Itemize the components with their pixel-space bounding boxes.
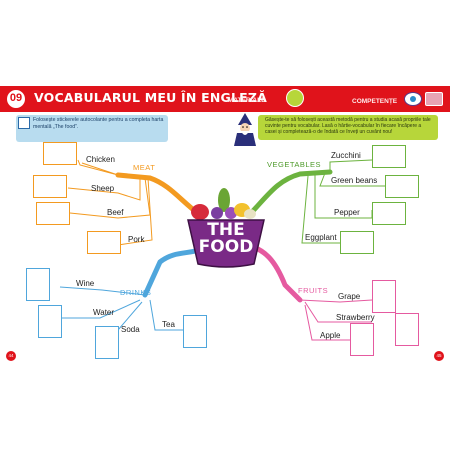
sticker-slot-strawberry[interactable]	[395, 313, 419, 346]
word-soda: Soda	[121, 325, 140, 334]
center-title-line1: THE	[207, 220, 245, 240]
sticker-slot-grape[interactable]	[372, 280, 396, 313]
food-basket-icon	[187, 188, 265, 268]
word-zucchini: Zucchini	[331, 151, 361, 160]
note-text: Găsește-te să folosești această metodă p…	[265, 117, 431, 136]
header-bar	[0, 86, 450, 112]
word-green-beans: Green beans	[331, 176, 378, 185]
word-water: Water	[93, 308, 115, 317]
word-beef: Beef	[107, 208, 124, 217]
word-apple: Apple	[320, 331, 341, 340]
lime-icon	[286, 89, 304, 107]
word-pork: Pork	[128, 235, 145, 244]
instruction-box	[16, 115, 168, 142]
word-grape: Grape	[338, 292, 361, 301]
sticker-slot-pork[interactable]	[87, 231, 121, 254]
sticker-icon	[18, 117, 30, 129]
word-eggplant: Eggplant	[305, 233, 337, 242]
word-wine: Wine	[76, 279, 95, 288]
sticker-slot-pepper[interactable]	[372, 202, 406, 225]
category-drinks: DRINKS	[120, 288, 152, 297]
sticker-slot-chicken[interactable]	[43, 142, 77, 165]
sticker-slot-tea[interactable]	[183, 315, 207, 348]
word-tea: Tea	[162, 320, 175, 329]
sticker-slot-apple[interactable]	[350, 323, 374, 356]
page-number-right: 45	[434, 351, 444, 361]
sticker-slot-green-beans[interactable]	[385, 175, 419, 198]
sticker-slot-beef[interactable]	[36, 202, 70, 225]
page-number-left: 44	[6, 351, 16, 361]
sticker-slot-zucchini[interactable]	[372, 145, 406, 168]
sticker-slot-water[interactable]	[38, 305, 62, 338]
category-meat: MEAT	[133, 163, 156, 172]
word-sheep: Sheep	[91, 184, 115, 193]
instruction-text: Folosește stickerele autocolante pentru …	[33, 117, 164, 130]
category-fruits: FRUITS	[298, 286, 329, 295]
center-title-line2: FOOD	[198, 237, 254, 257]
word-pepper: Pepper	[334, 208, 360, 217]
competencies-label: COMPETENȚE	[352, 98, 398, 105]
word-strawberry: Strawberry	[336, 313, 375, 322]
wizard-icon	[234, 113, 256, 146]
page-title: VOCABULARUL MEU ÎN ENGLEZĂ	[34, 90, 267, 105]
word-chicken: Chicken	[86, 155, 115, 164]
category-vegetables: VEGETABLES	[267, 160, 322, 169]
sticker-slot-sheep[interactable]	[33, 175, 67, 198]
materials-label: MATERIALE	[228, 97, 266, 104]
eye-icon	[404, 92, 422, 106]
lesson-number: 09	[6, 89, 26, 109]
sticker-slot-wine[interactable]	[26, 268, 50, 301]
sticker-slot-soda[interactable]	[95, 326, 119, 359]
center-title: THE FOOD	[196, 222, 256, 256]
sticker-slot-eggplant[interactable]	[340, 231, 374, 254]
heart-icon	[425, 92, 443, 106]
note-box	[258, 115, 438, 140]
